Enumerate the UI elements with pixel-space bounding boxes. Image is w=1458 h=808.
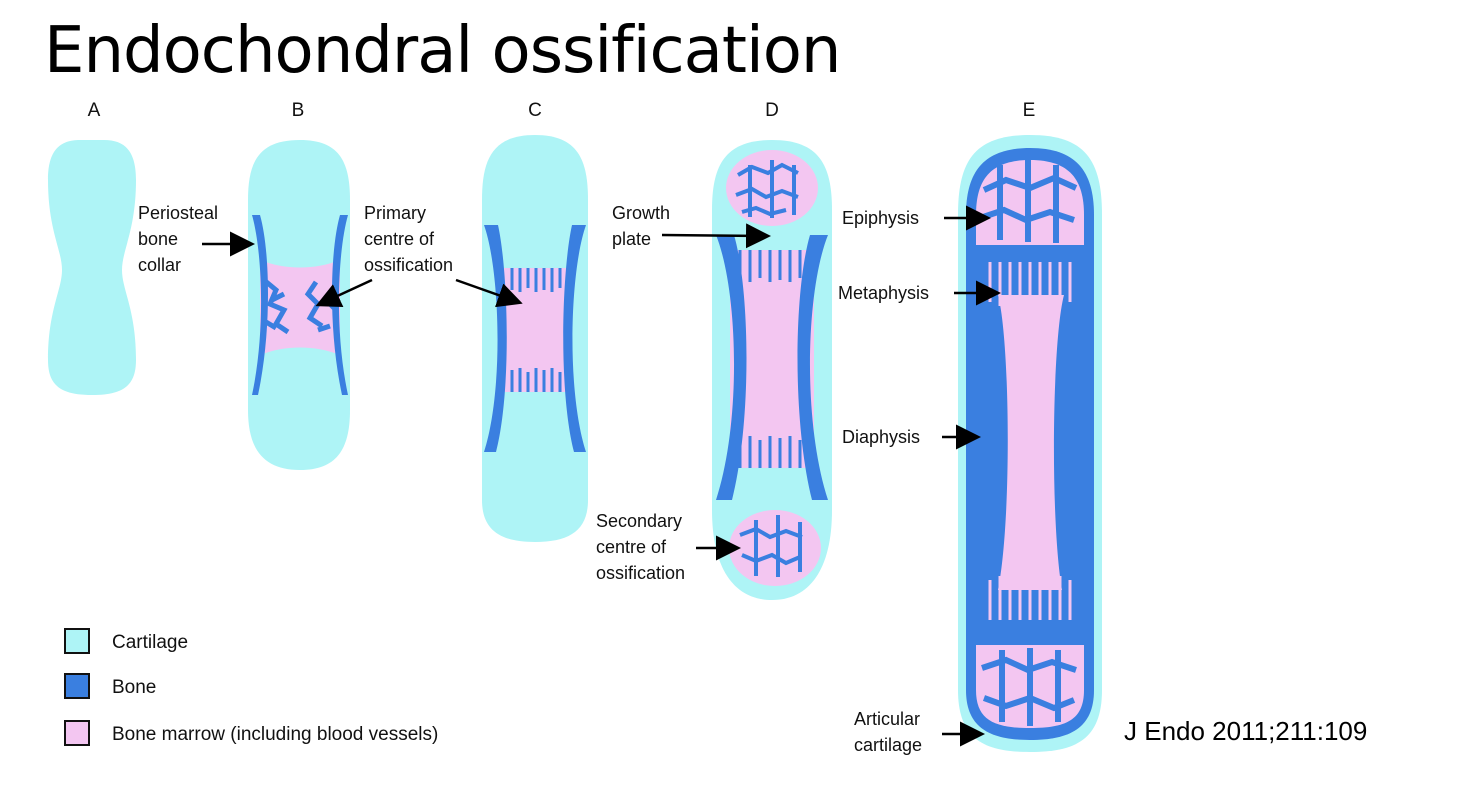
stage-label-e: E: [1022, 100, 1036, 121]
legend-label-bone: Bone: [112, 677, 157, 698]
pointer-arrows: [202, 205, 1001, 747]
stage-c: [482, 135, 588, 542]
stage-label-d: D: [765, 100, 779, 121]
legend-swatch-cartilage: [64, 628, 90, 654]
stage-e: [958, 135, 1102, 752]
label-growth-plate: Growth plate: [612, 203, 671, 249]
label-epiphysis: Epiphysis: [842, 208, 920, 228]
label-articular-cartilage: Articular cartilage: [854, 709, 923, 755]
legend-label-marrow: Bone marrow (including blood vessels): [112, 724, 439, 745]
legend-swatch-marrow: [64, 720, 90, 746]
stage-label-c: C: [528, 100, 542, 121]
citation: J Endo 2011;211:109: [1124, 716, 1368, 746]
label-primary-centre: Primary centre of ossification: [364, 203, 454, 275]
stage-label-a: A: [87, 100, 101, 121]
slide-title: Endochondral ossification: [44, 14, 841, 88]
legend-swatch-bone: [64, 673, 90, 699]
arrow-primary-c: [455, 278, 523, 308]
label-secondary-centre: Secondary centre of ossification: [596, 511, 686, 583]
stage-b: [248, 140, 350, 470]
stage-d: [712, 140, 832, 600]
arrow-growth: [661, 223, 771, 249]
label-periosteal-bone-collar: Periosteal bone collar: [138, 203, 219, 275]
stage-a-cartilage: [48, 140, 136, 395]
legend-label-cartilage: Cartilage: [112, 632, 189, 653]
arrow-primary-b: [315, 278, 373, 307]
label-metaphysis: Metaphysis: [838, 283, 930, 303]
label-diaphysis: Diaphysis: [842, 427, 921, 447]
stage-label-b: B: [291, 100, 305, 121]
